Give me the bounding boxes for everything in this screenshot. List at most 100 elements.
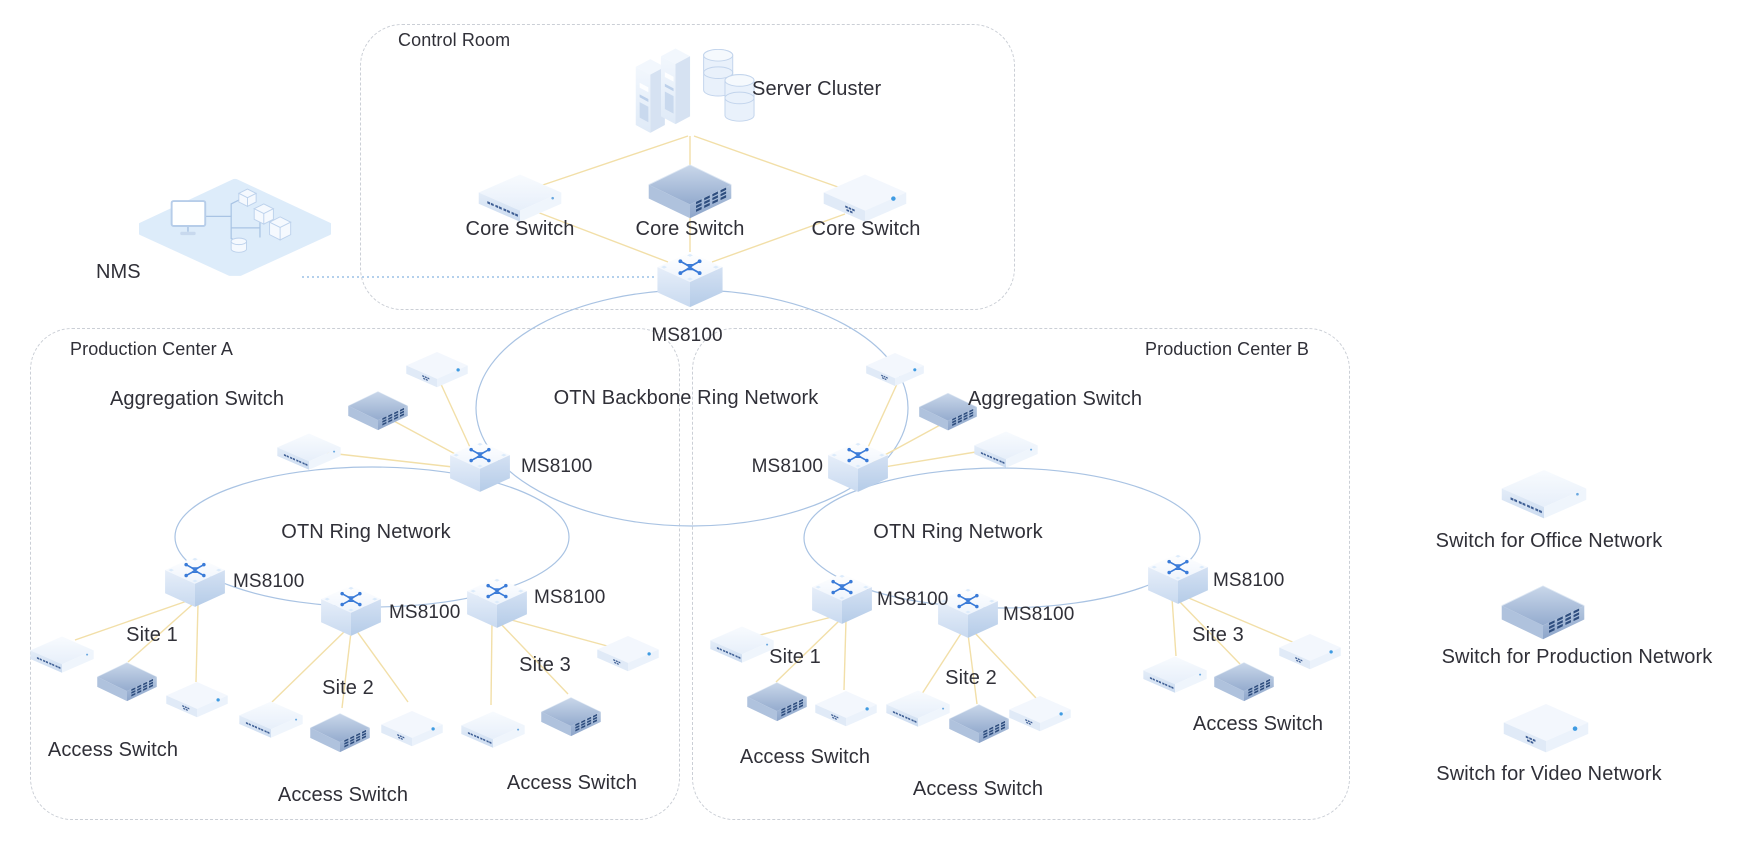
- site-label: Site 1: [769, 646, 821, 668]
- production-center-a-box: [30, 328, 680, 820]
- legend-office-label: Switch for Office Network: [1435, 530, 1663, 552]
- otn-ring-b: [803, 467, 1201, 609]
- ms8100-label: MS8100: [389, 602, 461, 623]
- connection-line: [843, 619, 847, 691]
- video-switch-icon: [1503, 704, 1589, 753]
- connection-line: [1183, 595, 1303, 647]
- ms8100-label: MS8100: [1213, 570, 1285, 591]
- video-switch-icon: [866, 353, 924, 386]
- site-label: Site 3: [519, 654, 571, 676]
- production-switch-icon: [96, 662, 158, 702]
- ms8100-icon: [827, 440, 889, 493]
- core-switch-label: Core Switch: [811, 218, 921, 240]
- ms8100-label: MS8100: [521, 456, 593, 477]
- ms8100-icon: [656, 251, 724, 309]
- production-switch-icon: [746, 682, 808, 722]
- aggregation-switch-label: Aggregation Switch: [967, 388, 1143, 410]
- connection-line: [355, 629, 409, 703]
- connection-line: [693, 135, 853, 193]
- office-switch-icon: [710, 626, 774, 663]
- production-switch-icon: [648, 164, 732, 219]
- connection-line: [536, 211, 669, 263]
- control-room-title: Control Room: [398, 30, 511, 50]
- connection-line: [527, 135, 689, 191]
- video-switch-icon: [1009, 696, 1071, 732]
- office-switch-icon: [1501, 470, 1587, 519]
- ms8100-icon: [811, 572, 873, 625]
- backbone-title: OTN Backbone Ring Network: [553, 387, 819, 409]
- connection-links: [74, 135, 1303, 709]
- production-switch-icon: [309, 713, 371, 753]
- production-center-a-title: Production Center A: [70, 339, 233, 359]
- production-center-b-box: [692, 328, 1350, 820]
- nms-label: NMS: [96, 261, 141, 283]
- control-room-box: [360, 24, 1015, 310]
- video-switch-icon: [815, 691, 877, 727]
- connection-line: [711, 213, 846, 263]
- ms8100-label: MS8100: [651, 325, 723, 346]
- connection-line: [271, 629, 347, 703]
- connection-line: [490, 621, 493, 706]
- connection-line: [503, 617, 623, 651]
- aggregation-switch-label: Aggregation Switch: [109, 388, 285, 410]
- ms8100-icon: [466, 576, 528, 629]
- legend-video-label: Switch for Video Network: [1436, 763, 1662, 785]
- connection-line: [195, 603, 199, 683]
- access-switch-label: Access Switch: [506, 772, 638, 794]
- site-label: Site 1: [126, 624, 178, 646]
- core-switch-label: Core Switch: [635, 218, 745, 240]
- ring-title: OTN Ring Network: [281, 521, 451, 543]
- office-switch-icon: [478, 174, 562, 222]
- server-cluster-label: Server Cluster: [752, 78, 882, 100]
- ms8100-label: MS8100: [751, 456, 823, 477]
- connection-line: [127, 603, 194, 663]
- office-switch-icon: [30, 636, 94, 673]
- production-switch-icon: [1213, 662, 1275, 702]
- ms8100-icon: [1147, 552, 1209, 605]
- connection-line: [1171, 597, 1177, 657]
- office-switch-icon: [974, 431, 1038, 468]
- ms8100-label: MS8100: [1003, 604, 1075, 625]
- video-switch-icon: [1279, 634, 1341, 670]
- site-label: Site 2: [322, 677, 374, 699]
- site-label: Site 2: [945, 667, 997, 689]
- access-switch-label: Access Switch: [47, 739, 179, 761]
- core-switch-label: Core Switch: [465, 218, 575, 240]
- access-switch-label: Access Switch: [739, 746, 871, 768]
- production-center-b-title: Production Center B: [1145, 339, 1309, 359]
- production-switch-icon: [540, 697, 602, 737]
- office-switch-icon: [239, 701, 303, 738]
- video-switch-icon: [597, 636, 659, 672]
- video-switch-icon: [381, 711, 443, 747]
- connection-line: [319, 451, 463, 469]
- video-switch-icon: [406, 352, 468, 388]
- connection-line: [775, 619, 841, 683]
- connection-line: [973, 631, 1037, 699]
- access-switch-label: Access Switch: [1192, 713, 1324, 735]
- connection-line: [341, 631, 352, 709]
- ms8100-icon: [320, 584, 382, 637]
- video-switch-icon: [166, 682, 228, 718]
- legend-production-label: Switch for Production Network: [1441, 646, 1713, 668]
- server-cluster-icon: [635, 47, 755, 134]
- access-switch-label: Access Switch: [912, 778, 1044, 800]
- connection-line: [967, 633, 978, 705]
- ring-title: OTN Ring Network: [873, 521, 1043, 543]
- ms8100-icon: [164, 555, 226, 608]
- connection-line: [1177, 599, 1241, 665]
- access-switch-label: Access Switch: [277, 784, 409, 806]
- connection-line: [439, 381, 475, 457]
- connection-line: [747, 615, 837, 639]
- nms-icon: [143, 186, 327, 271]
- connection-line: [74, 599, 191, 641]
- office-switch-icon: [886, 690, 950, 727]
- ms8100-label: MS8100: [877, 589, 949, 610]
- connection-line: [877, 449, 989, 469]
- connection-line: [863, 383, 898, 457]
- connection-line: [917, 631, 963, 701]
- site-label: Site 3: [1192, 624, 1244, 646]
- video-switch-icon: [823, 174, 907, 222]
- connection-line: [498, 621, 569, 695]
